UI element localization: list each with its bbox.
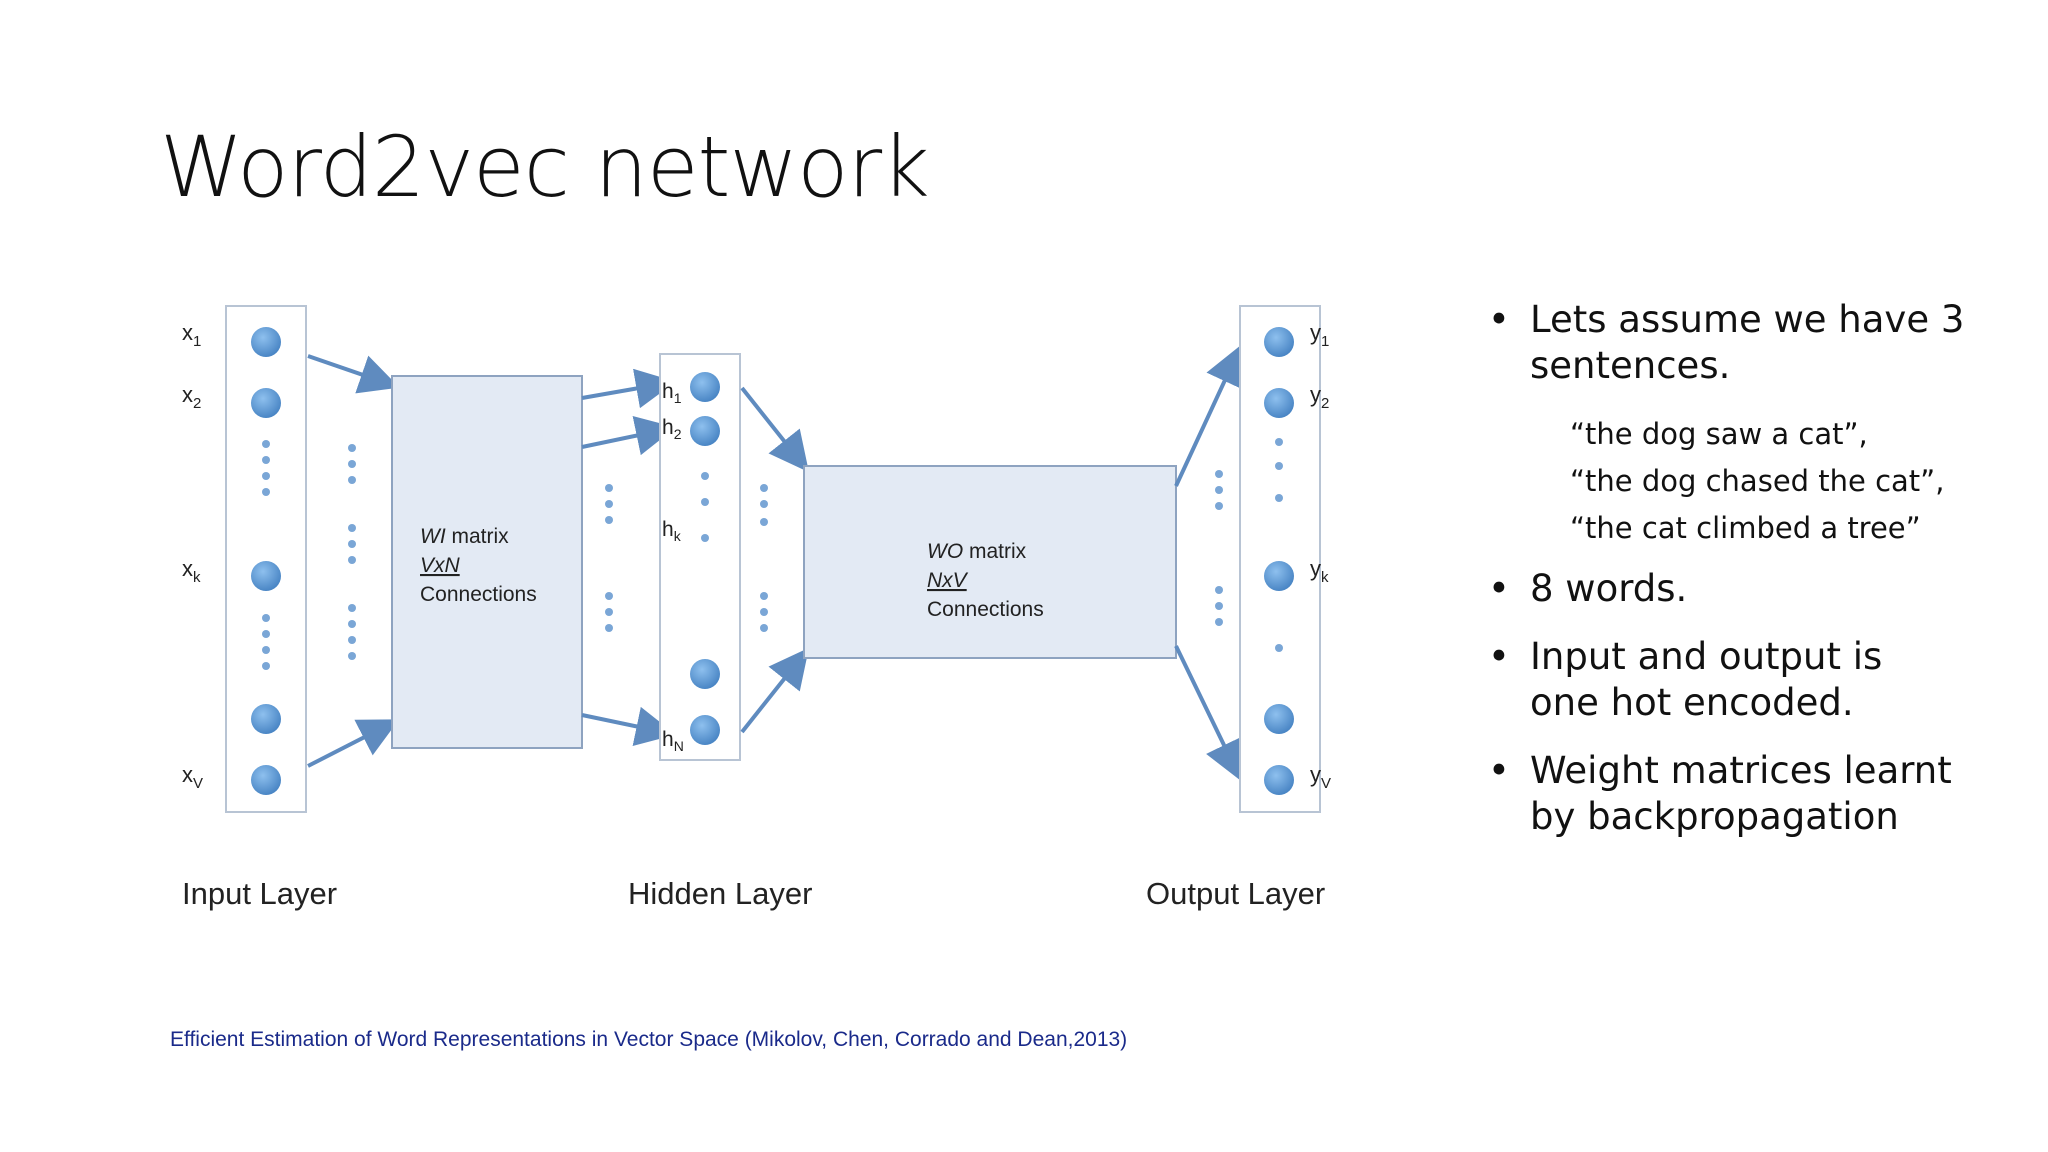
slide-title: Word2vec network	[160, 118, 930, 216]
output-label-y2: y2	[1310, 382, 1329, 412]
input-label-xv: xV	[182, 762, 203, 792]
wi-matrix-dims: VxN	[420, 554, 461, 577]
wi-matrix-label: WI matrix	[420, 525, 509, 548]
wo-matrix-connections: Connections	[927, 598, 1044, 621]
hidden-label-h2: h2	[662, 416, 682, 442]
ellipsis-dots	[348, 444, 356, 660]
arrow	[581, 415, 676, 456]
ellipsis-dots	[1215, 470, 1223, 626]
hidden-label-hn: hN	[662, 728, 684, 754]
bullet-item: • Lets assume we have 3 sentences.	[1488, 297, 2008, 389]
input-node	[251, 704, 281, 734]
hidden-ellipsis-dots	[701, 472, 709, 542]
arrow	[1174, 344, 1243, 487]
input-label-x1: x1	[182, 320, 201, 350]
ellipsis-dots	[760, 484, 768, 632]
output-node	[1264, 561, 1294, 591]
bullet-line: Lets assume we have 3	[1530, 298, 1965, 341]
output-label-yk: yk	[1310, 556, 1329, 586]
hidden-label-h1: h1	[662, 380, 682, 406]
wo-matrix-dims: NxV	[927, 569, 969, 592]
arrow	[307, 719, 400, 768]
output-label-yv: yV	[1310, 762, 1331, 792]
input-node	[251, 327, 281, 357]
arrow	[1174, 645, 1243, 782]
bullet-line: Input and output is	[1530, 635, 1883, 678]
input-label-xk: xk	[182, 556, 201, 586]
bullet-dot: •	[1488, 635, 1510, 678]
bullet-line: one hot encoded.	[1530, 681, 1854, 724]
example-sentences: “the dog saw a cat”, “the dog chased the…	[1570, 411, 2008, 552]
bullet-line: sentences.	[1530, 344, 1731, 387]
output-node	[1264, 388, 1294, 418]
bullet-item: • 8 words.	[1488, 566, 2008, 612]
example-sentence: “the cat climbed a tree”	[1570, 511, 1921, 545]
hidden-node	[690, 372, 720, 402]
hidden-node	[690, 659, 720, 689]
input-layer-column	[225, 305, 307, 813]
example-sentence: “the dog saw a cat”,	[1570, 417, 1868, 451]
example-sentence: “the dog chased the cat”,	[1570, 464, 1945, 498]
arrow	[740, 386, 809, 473]
bullet-list: • Lets assume we have 3 sentences. “the …	[1488, 297, 2008, 862]
hidden-node	[690, 715, 720, 745]
input-layer-label: Input Layer	[182, 876, 337, 911]
input-node	[251, 765, 281, 795]
input-ellipsis-dots	[262, 440, 270, 670]
ellipsis-dots	[605, 484, 613, 632]
bullet-line: Weight matrices learnt	[1530, 749, 1952, 792]
input-node	[251, 561, 281, 591]
arrow	[581, 368, 676, 409]
bullet-dot: •	[1488, 749, 1510, 792]
bullet-dot: •	[1488, 298, 1510, 341]
output-ellipsis-dots	[1275, 438, 1283, 652]
arrow	[581, 706, 676, 747]
bullet-item: • Input and output is one hot encoded.	[1488, 634, 2008, 726]
hidden-node	[690, 416, 720, 446]
wo-matrix-box	[803, 465, 1177, 659]
hidden-layer-label: Hidden Layer	[628, 876, 812, 911]
citation: Efficient Estimation of Word Representat…	[170, 1028, 1128, 1051]
bullet-item: • Weight matrices learnt by backpropagat…	[1488, 748, 2008, 840]
hidden-label-hk: hk	[662, 518, 682, 544]
bullet-line: by backpropagation	[1530, 795, 1899, 838]
output-node	[1264, 704, 1294, 734]
input-node	[251, 388, 281, 418]
bullet-line: 8 words.	[1530, 567, 1688, 610]
word2vec-network-diagram: x1 x2 xk xV WI matrix VxN Connections	[182, 305, 1331, 911]
bullet-dot: •	[1488, 567, 1510, 610]
output-layer-label: Output Layer	[1146, 876, 1325, 911]
output-layer-column	[1239, 305, 1321, 813]
wo-matrix-label: WO matrix	[927, 540, 1027, 563]
arrow	[740, 647, 809, 734]
arrow	[307, 354, 400, 394]
input-label-x2: x2	[182, 382, 201, 412]
output-node	[1264, 765, 1294, 795]
wi-matrix-connections: Connections	[420, 583, 537, 606]
wi-matrix-box	[391, 375, 583, 749]
output-node	[1264, 327, 1294, 357]
output-label-y1: y1	[1310, 320, 1329, 350]
hidden-layer-column	[659, 353, 741, 761]
